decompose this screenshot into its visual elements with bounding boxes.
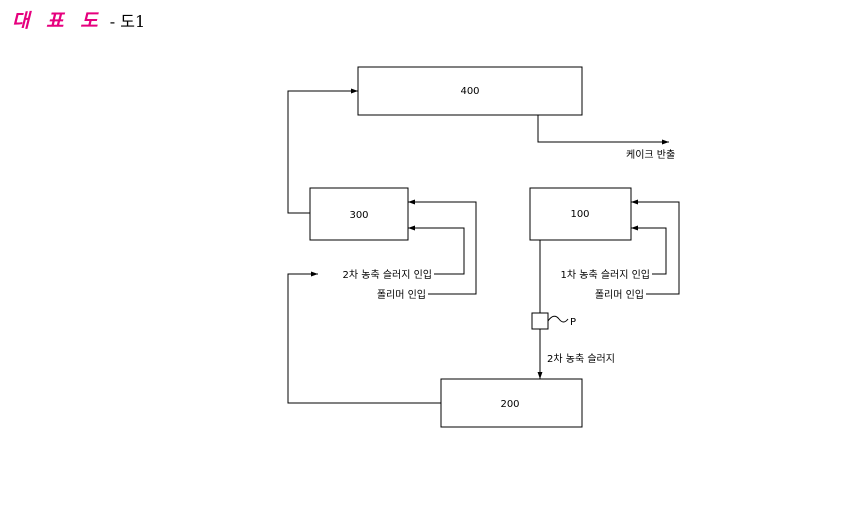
unit-300: 300: [310, 188, 408, 240]
flow-secondary-sludge-in: [408, 228, 464, 274]
unit-200-label: 200: [500, 399, 519, 410]
unit-400-label: 400: [460, 86, 479, 97]
flow-primary-sludge-in: [631, 228, 666, 274]
pump-leader-line: [548, 316, 568, 322]
secondary-sludge-in-label: 2차 농축 슬러지 인입: [343, 268, 433, 281]
unit-100: 100: [530, 188, 631, 240]
pump-label: P: [570, 317, 576, 328]
secondary-sludge-label: 2차 농축 슬러지: [547, 353, 615, 365]
unit-300-label: 300: [349, 210, 368, 221]
polymer-in-right-label: 폴리머 인입: [595, 288, 644, 301]
unit-400: 400: [358, 67, 582, 115]
polymer-in-left-label: 폴리머 인입: [377, 288, 426, 301]
unit-100-label: 100: [570, 209, 589, 220]
flow-cake-out: [538, 115, 669, 142]
cake-out-label: 케이크 반출: [626, 149, 675, 161]
primary-sludge-in-label: 1차 농축 슬러지 인입: [561, 268, 651, 281]
unit-200: 200: [441, 379, 582, 427]
pump-symbol: [532, 313, 548, 329]
